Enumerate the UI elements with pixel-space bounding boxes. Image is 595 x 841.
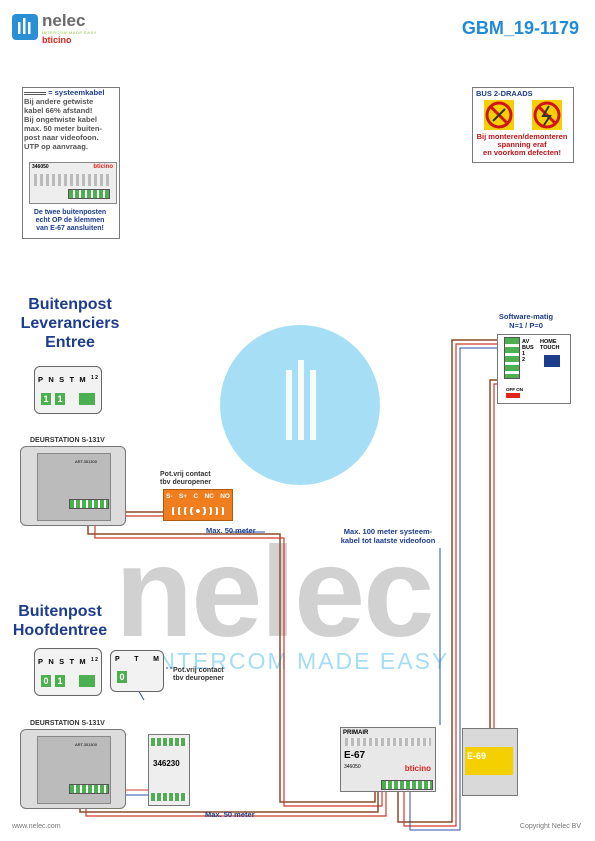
entrance1-station-label: DEURSTATION S-131V	[30, 437, 105, 444]
dip-value: 1	[55, 675, 65, 687]
watermark-word: nelec	[115, 521, 434, 664]
entrance1-door-station: ART.351300	[20, 446, 126, 526]
no-screwdriver-icon	[484, 100, 514, 130]
monitor-screen-icon	[544, 355, 560, 367]
power-supply-e69: E-69	[462, 728, 518, 796]
footer-copyright: Copyright Nelec BV	[519, 823, 581, 830]
dip-value: 0	[41, 675, 51, 687]
cable-legend: = systeemkabel	[24, 88, 118, 97]
entrance2-distance: Max. 50 meter	[205, 810, 255, 819]
system-max-distance: Max. 100 meter systeem- kabel tot laatst…	[340, 527, 436, 545]
entrance2-station-label: DEURSTATION S-131V	[30, 720, 105, 727]
brand-name: nelec	[42, 11, 86, 30]
thumbnail-brand: bticino	[93, 164, 113, 170]
dip-value: 1	[41, 393, 51, 405]
bus-warning-icons	[484, 100, 562, 130]
document-id: GBM_19-1179	[461, 18, 579, 38]
thumbnail-code: 346050	[32, 164, 49, 170]
note-line: post naar videofoon.	[24, 133, 99, 142]
watermark-tagline: INTERCOM MADE EASY	[150, 648, 450, 674]
brand-sub: bticino	[42, 35, 72, 45]
dip-value: 1	[55, 393, 65, 405]
monitor-home-touch: AV BUS 1 2 HOME TOUCH OFF ON	[497, 334, 571, 404]
note-warning: De twee buitenposten echt OP de klemmen …	[33, 209, 107, 232]
relay-module-346230: 346230	[148, 734, 190, 806]
no-voltage-icon	[532, 100, 562, 130]
note-line: kabel 66% afstand!	[24, 106, 93, 115]
software-setting: Software-matig N=1 / P=0	[498, 312, 554, 330]
bus-warning-title: BUS 2-DRAADS	[476, 89, 533, 98]
brand-tagline: INTERCOM MADE EASY	[42, 30, 97, 35]
relay-dip-value: 0	[117, 671, 127, 683]
entrance1-contact-label: Pot.vrij contact tbv deuropener	[160, 471, 211, 486]
entrance2-contact-label: Pot.vrij contact tbv deuropener	[173, 667, 224, 682]
entrance2-door-station: ART.351300	[20, 729, 126, 809]
nelec-logo-icon	[12, 14, 38, 40]
distributor-e67: PRIMAIR E-67 346050 bticino	[340, 727, 436, 792]
note-line: max. 50 meter buiten-	[24, 124, 103, 133]
entrance2-title: Buitenpost Hoofdentree	[12, 603, 108, 639]
bus-warning-text: Bij monteren/demonteren spanning eraf en…	[476, 132, 568, 157]
entrance1-title: Buitenpost Leveranciers Entree	[20, 296, 120, 351]
footer-website: www.nelec.com	[12, 823, 61, 830]
system-cable-note-text: = systeemkabel Bij andere getwiste kabel…	[24, 88, 118, 151]
entrance1-distance: Max. 50 meter	[206, 526, 256, 535]
note-line: Bij andere getwiste	[24, 97, 94, 106]
note-line: Bij ongetwiste kabel	[24, 115, 98, 124]
distributor-thumbnail: 346050 bticino	[29, 162, 117, 204]
note-line: UTP op aanvraag.	[24, 142, 89, 151]
